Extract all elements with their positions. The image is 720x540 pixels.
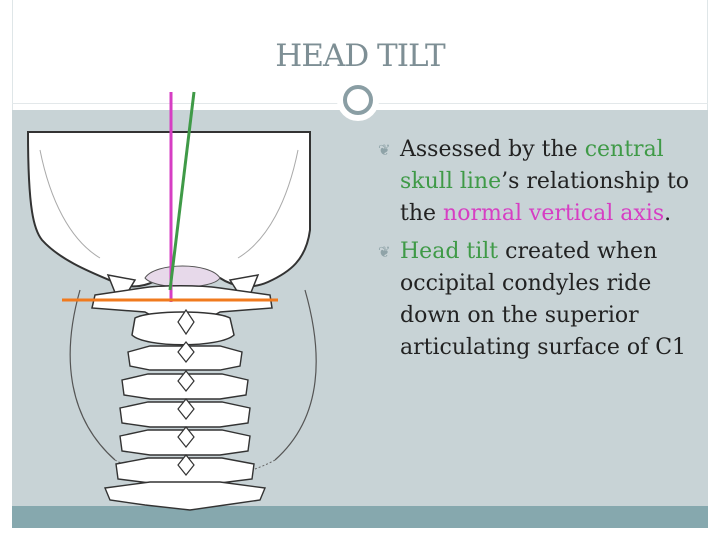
bullet-item: ❦ Assessed by the central skull line’s re…	[378, 134, 698, 230]
bullet-text: ’s relationship to the	[400, 169, 690, 226]
bullet-text-highlight: normal vertical axis	[443, 201, 665, 226]
footer-bar	[12, 506, 708, 528]
neck-outline-right	[274, 289, 317, 461]
bullet-marker-icon: ❦	[378, 141, 391, 159]
skull-spine-figure	[20, 90, 365, 515]
neck-outline-left	[69, 289, 116, 461]
bullet-text: created when occipital condyles ride dow…	[400, 239, 687, 360]
skull-base-and-cervical-spine-illustration	[26, 91, 317, 511]
spinous-processes	[177, 341, 195, 476]
title-circle-ornament	[337, 79, 379, 121]
central-skull-line	[168, 91, 196, 291]
bullet-text: .	[664, 201, 672, 226]
dens	[177, 308, 195, 336]
bullet-list: ❦ Assessed by the central skull line’s re…	[378, 134, 698, 370]
bullet-text-highlight: Head tilt	[400, 239, 499, 264]
vertebra-t1	[104, 481, 266, 511]
bullet-marker-icon: ❦	[378, 243, 391, 261]
skull-contour-right	[237, 149, 299, 259]
bullet-text-highlight: central skull line	[400, 137, 664, 194]
bullet-item: ❦ Head tilt created when occipital condyl…	[378, 236, 698, 364]
skull-base	[26, 131, 311, 288]
bullet-text: Assessed by the	[400, 137, 585, 162]
slide-title: HEAD TILT	[275, 38, 445, 74]
skull-contour-left	[39, 149, 101, 259]
